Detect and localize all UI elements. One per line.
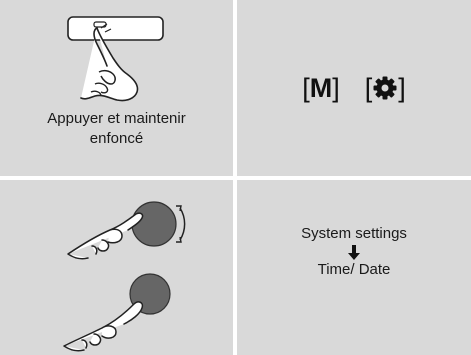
step-press-hold-panel: Appuyer et maintenir enfoncé — [0, 0, 233, 176]
bracket-close: ] — [332, 72, 340, 103]
menu-path: System settings Time/ Date — [237, 224, 471, 280]
step-menu-path-panel: System settings Time/ Date — [237, 180, 471, 355]
bracket-open: [ — [302, 72, 310, 103]
menu-key-label: M — [309, 72, 333, 103]
menu-item-system-settings: System settings — [301, 225, 407, 242]
step-keys-panel: [M] [ ] — [237, 0, 471, 176]
bracket-open-gear: [ — [364, 72, 373, 103]
arrow-down-icon — [348, 245, 360, 260]
key-sequence: [M] [ ] — [237, 68, 471, 106]
menu-item-time-date: Time/ Date — [317, 261, 391, 278]
press-knob-icon — [63, 273, 171, 352]
step-knob-panel — [0, 180, 233, 355]
rotate-knob-icon — [67, 201, 186, 260]
gear-icon — [373, 76, 397, 100]
press-hold-caption: Appuyer et maintenir enfoncé — [0, 109, 233, 149]
caption-line-1: Appuyer et maintenir — [47, 110, 186, 127]
caption-line-2: enfoncé — [89, 130, 144, 147]
finger-press-button-icon — [67, 16, 164, 102]
bracket-close-gear: ] — [398, 72, 406, 103]
